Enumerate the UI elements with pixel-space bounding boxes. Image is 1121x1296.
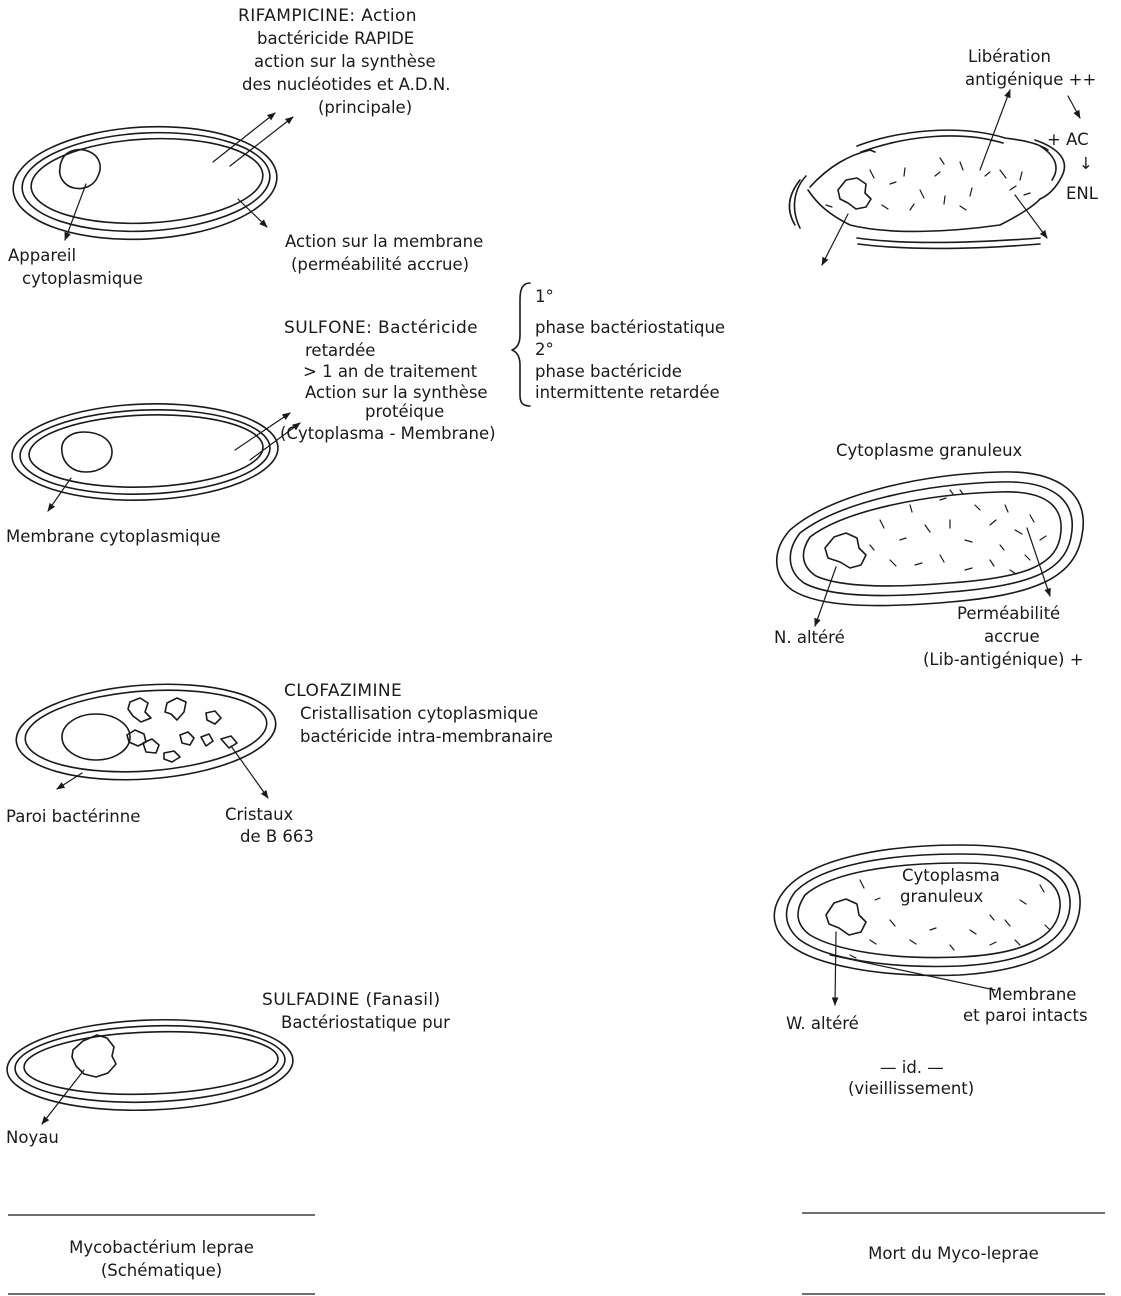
permeabilite-label-1: Perméabilité <box>957 604 1060 624</box>
membrane-action-label-2: (perméabilité accrue) <box>291 255 469 275</box>
cristaux-label-2: de B 663 <box>240 827 314 847</box>
rifampicine-title: RIFAMPICINE: Action <box>238 6 417 26</box>
rifampicine-line-5: (principale) <box>318 98 412 118</box>
phase-1-label: phase bactériostatique <box>535 318 725 338</box>
sulfone-title: SULFONE: Bactéricide <box>284 318 478 338</box>
liberation-label-2: antigénique ++ <box>965 70 1096 90</box>
left-footer-subtitle: (Schématique) <box>8 1261 315 1281</box>
sulfadine-line-2: Bactériostatique pur <box>281 1013 450 1033</box>
clofazimine-line-3: bactéricide intra-membranaire <box>300 727 553 747</box>
sulfadine-title: SULFADINE (Fanasil) <box>262 990 441 1010</box>
right-footer-title: Mort du Myco-leprae <box>802 1244 1105 1264</box>
permeabilite-label-2: accrue <box>984 627 1040 647</box>
cell-sulfadine <box>6 1015 295 1124</box>
phase-2-number: 2° <box>535 340 554 360</box>
permeabilite-label-3: (Lib-antigénique) + <box>923 650 1084 670</box>
cell-granular <box>777 472 1084 626</box>
clofazimine-line-2: Cristallisation cytoplasmique <box>300 704 538 724</box>
membrane-cytoplasmique-label: Membrane cytoplasmique <box>6 527 221 547</box>
cytoplasme-granuleux-label: Cytoplasme granuleux <box>836 441 1022 461</box>
n-altere-label: N. altéré <box>774 628 845 648</box>
cell-lysed <box>789 90 1080 265</box>
appareil-label-2: cytoplasmique <box>22 269 143 289</box>
sulfone-line-4: Action sur la synthèse <box>305 383 488 403</box>
ac-label: + AC <box>1047 130 1089 150</box>
rifampicine-line-3: action sur la synthèse <box>254 52 436 72</box>
clofazimine-title: CLOFAZIMINE <box>284 681 402 701</box>
sulfone-line-3: > 1 an de traitement <box>303 362 477 382</box>
sulfone-line-6: (Cytoplasma - Membrane) <box>280 424 496 444</box>
liberation-label-1: Libération <box>968 47 1051 67</box>
membrane-intacts-label-2: et paroi intacts <box>963 1006 1088 1026</box>
rifampicine-line-4: des nucléotides et A.D.N. <box>242 75 450 95</box>
cytoplasma-label-2: granuleux <box>900 887 983 907</box>
appareil-label-1: Appareil <box>8 246 76 266</box>
id-label: — id. — <box>880 1058 944 1078</box>
noyau-label: Noyau <box>6 1128 59 1148</box>
membrane-intacts-label-1: Membrane <box>988 985 1076 1005</box>
paroi-label: Paroi bactérinne <box>6 807 140 827</box>
membrane-action-label-1: Action sur la membrane <box>285 232 483 252</box>
cytoplasma-label-1: Cytoplasma <box>902 866 1000 886</box>
cell-clofazimine <box>13 676 279 798</box>
vieillissement-label: (vieillissement) <box>848 1079 974 1099</box>
rifampicine-line-2: bactéricide RAPIDE <box>257 29 414 49</box>
w-altere-label: W. altéré <box>786 1014 859 1034</box>
cell-rifampicine <box>10 113 293 246</box>
cristaux-label-1: Cristaux <box>225 805 293 825</box>
phase-2-label-a: phase bactéricide <box>535 362 682 382</box>
phase-1-number: 1° <box>535 287 554 307</box>
sulfone-line-2: retardée <box>305 341 375 361</box>
enl-label: ENL <box>1066 184 1098 204</box>
left-footer-title: Mycobactérium leprae <box>8 1238 315 1258</box>
phase-2-label-b: intermittente retardée <box>535 383 720 403</box>
sulfone-line-5: protéique <box>365 402 444 422</box>
down-arrow-icon: ↓ <box>1079 154 1093 174</box>
